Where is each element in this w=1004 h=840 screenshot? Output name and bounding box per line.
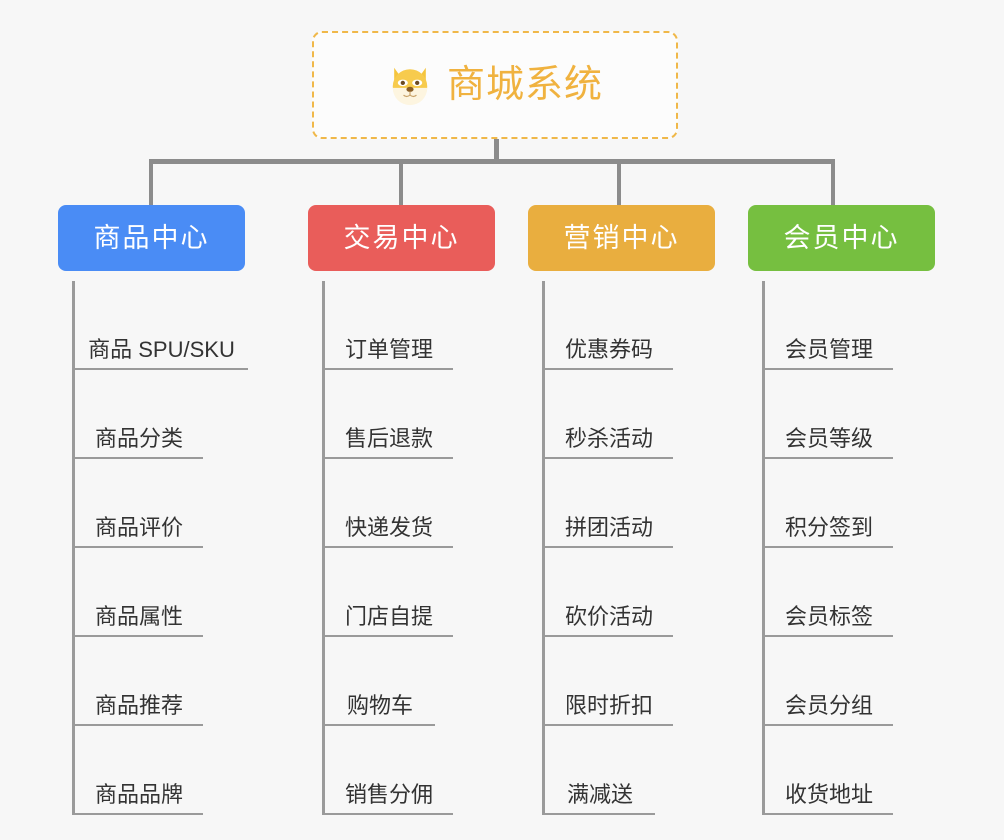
leaf-label: 门店自提 (344, 603, 433, 629)
branch-column-2: 交易中心 订单管理 售后退款 快递发货 门店自提 购物车 销售分佣 (308, 205, 495, 815)
leaf-label: 收货地址 (784, 781, 873, 807)
leaf-item[interactable]: 收货地址 (765, 726, 893, 815)
leaf-label: 砍价活动 (564, 603, 653, 629)
leaf-label: 商品属性 (94, 603, 183, 629)
leaf-label: 满减送 (566, 781, 633, 807)
leaf-label: 购物车 (346, 692, 413, 718)
leaf-item[interactable]: 商品 SPU/SKU (75, 281, 248, 370)
leaf-label: 限时折扣 (564, 692, 653, 718)
leaf-list-3: 优惠券码 秒杀活动 拼团活动 砍价活动 限时折扣 满减送 (542, 281, 715, 815)
leaf-label: 优惠券码 (564, 336, 653, 362)
branch-label-4: 会员中心 (783, 222, 900, 253)
leaf-label: 商品 SPU/SKU (88, 336, 235, 362)
leaf-list-1: 商品 SPU/SKU 商品分类 商品评价 商品属性 商品推荐 商品品牌 (72, 281, 248, 815)
leaf-list-2: 订单管理 售后退款 快递发货 门店自提 购物车 销售分佣 (322, 281, 495, 815)
leaf-label: 订单管理 (344, 336, 433, 362)
connector-drop-2 (399, 159, 403, 207)
leaf-item[interactable]: 商品评价 (75, 459, 203, 548)
leaf-label: 商品推荐 (94, 692, 183, 718)
connector-drop-3 (617, 159, 621, 207)
leaf-item[interactable]: 会员管理 (765, 281, 893, 370)
leaf-item[interactable]: 快递发货 (325, 459, 453, 548)
branch-label-3: 营销中心 (563, 222, 680, 253)
leaf-item[interactable]: 商品品牌 (75, 726, 203, 815)
branch-label-2: 交易中心 (343, 222, 460, 253)
leaf-item[interactable]: 优惠券码 (545, 281, 673, 370)
leaf-item[interactable]: 秒杀活动 (545, 370, 673, 459)
leaf-list-4: 会员管理 会员等级 积分签到 会员标签 会员分组 收货地址 (762, 281, 935, 815)
branch-column-1: 商品中心 商品 SPU/SKU 商品分类 商品评价 商品属性 商品推荐 商品品牌 (58, 205, 248, 815)
connector-drop-1 (149, 159, 153, 207)
branch-column-3: 营销中心 优惠券码 秒杀活动 拼团活动 砍价活动 限时折扣 满减送 (528, 205, 715, 815)
leaf-label: 快递发货 (344, 514, 433, 540)
leaf-label: 商品评价 (94, 514, 183, 540)
leaf-item[interactable]: 商品属性 (75, 548, 203, 637)
leaf-item[interactable]: 积分签到 (765, 459, 893, 548)
dog-face-icon (392, 67, 428, 106)
branch-column-4: 会员中心 会员管理 会员等级 积分签到 会员标签 会员分组 收货地址 (748, 205, 935, 815)
branch-header-1[interactable]: 商品中心 (58, 205, 245, 271)
leaf-item[interactable]: 限时折扣 (545, 637, 673, 726)
branch-header-2[interactable]: 交易中心 (308, 205, 495, 271)
leaf-item[interactable]: 门店自提 (325, 548, 453, 637)
leaf-item[interactable]: 拼团活动 (545, 459, 673, 548)
leaf-label: 售后退款 (344, 425, 433, 451)
leaf-item[interactable]: 会员等级 (765, 370, 893, 459)
connector-drop-4 (831, 159, 835, 207)
leaf-label: 秒杀活动 (564, 425, 653, 451)
leaf-item[interactable]: 会员标签 (765, 548, 893, 637)
connector-horizontal-bar (149, 159, 835, 164)
branch-header-4[interactable]: 会员中心 (748, 205, 935, 271)
leaf-label: 会员分组 (784, 692, 873, 718)
branch-header-3[interactable]: 营销中心 (528, 205, 715, 271)
leaf-item[interactable]: 商品分类 (75, 370, 203, 459)
leaf-item[interactable]: 会员分组 (765, 637, 893, 726)
leaf-label: 销售分佣 (344, 781, 433, 807)
branch-label-1: 商品中心 (93, 222, 210, 253)
leaf-item[interactable]: 销售分佣 (325, 726, 453, 815)
leaf-label: 商品分类 (94, 425, 183, 451)
leaf-item[interactable]: 满减送 (545, 726, 655, 815)
root-title: 商城系统 (446, 64, 603, 106)
leaf-item[interactable]: 售后退款 (325, 370, 453, 459)
leaf-label: 商品品牌 (94, 781, 183, 807)
connector-root-stem (494, 139, 499, 163)
leaf-label: 会员标签 (784, 603, 873, 629)
root-node[interactable]: 商城系统 (312, 31, 678, 139)
leaf-item[interactable]: 商品推荐 (75, 637, 203, 726)
leaf-label: 会员管理 (784, 336, 873, 362)
leaf-label: 拼团活动 (564, 514, 653, 540)
leaf-item[interactable]: 购物车 (325, 637, 435, 726)
leaf-item[interactable]: 砍价活动 (545, 548, 673, 637)
leaf-label: 积分签到 (784, 514, 873, 540)
leaf-item[interactable]: 订单管理 (325, 281, 453, 370)
leaf-label: 会员等级 (784, 425, 873, 451)
